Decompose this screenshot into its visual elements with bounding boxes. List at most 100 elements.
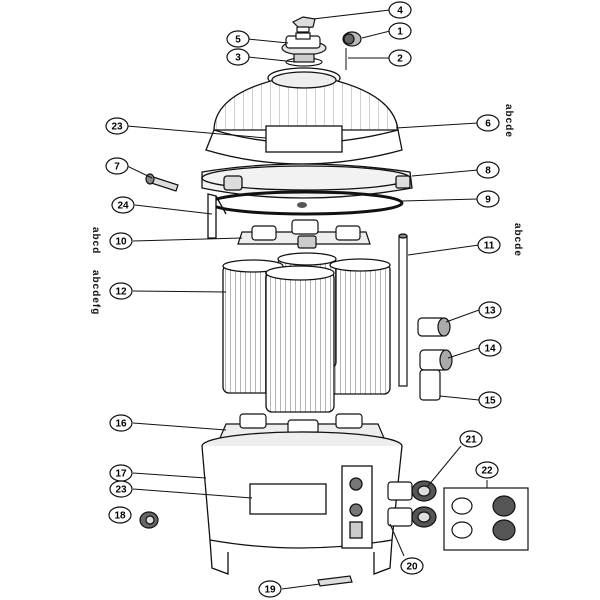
part-14-elbow [419, 349, 453, 371]
callout-c24: 24 [111, 196, 135, 214]
callout-c10: 10 [109, 232, 133, 250]
callout-c7: 7 [105, 157, 129, 175]
callout-c4: 4 [388, 1, 412, 19]
part-17-tank [201, 431, 403, 575]
callout-number: 12 [115, 287, 127, 298]
callout-number: 23 [111, 122, 123, 133]
callout-number: 9 [485, 195, 491, 206]
callout-oval [258, 580, 282, 598]
callout-c15: 15 [478, 391, 502, 409]
callout-number: 4 [397, 6, 403, 17]
callout-oval [475, 461, 499, 479]
part-5-valve [281, 32, 327, 56]
part-1-gauge [342, 31, 362, 47]
part-21-unions [387, 480, 437, 528]
callout-oval [388, 1, 412, 19]
callout-oval [108, 506, 132, 524]
callout-number: 16 [115, 419, 127, 430]
part-13-union [417, 317, 451, 337]
callout-oval [226, 30, 250, 48]
variant-label-part6: abcde [503, 104, 514, 138]
callout-oval [478, 339, 502, 357]
callout-number: 24 [117, 201, 129, 212]
callout-number: 18 [114, 511, 126, 522]
callout-oval [476, 161, 500, 179]
callout-c2: 2 [388, 49, 412, 67]
variant-label-part11: abcde [512, 223, 523, 257]
part-24-bracket [207, 193, 227, 239]
variant-label-part10: abcd [90, 227, 101, 255]
callout-c23b: 23 [109, 480, 133, 498]
callout-oval [459, 430, 483, 448]
callout-number: 17 [115, 469, 127, 480]
valve-stack [281, 16, 362, 67]
callout-number: 3 [235, 53, 241, 64]
callout-c16: 16 [109, 414, 133, 432]
callout-oval [476, 114, 500, 132]
part-3-oring [285, 53, 323, 67]
callout-c23a: 23 [105, 117, 129, 135]
callout-number: 21 [465, 435, 477, 446]
part-12-cartridges [222, 252, 391, 413]
callout-oval [109, 232, 133, 250]
callout-oval [111, 196, 135, 214]
callout-number: 8 [485, 166, 491, 177]
callout-oval [105, 117, 129, 135]
callout-c22: 22 [475, 461, 499, 479]
callout-c9: 9 [476, 190, 500, 208]
callout-c20: 20 [400, 557, 424, 575]
callout-number: 15 [484, 396, 496, 407]
callout-number: 6 [485, 119, 491, 130]
callout-c1: 1 [388, 22, 412, 40]
callout-number: 1 [397, 27, 403, 38]
callout-c5: 5 [226, 30, 250, 48]
part-11-tube [398, 233, 408, 387]
callout-oval [109, 414, 133, 432]
callout-c14: 14 [478, 339, 502, 357]
part-15-pipe [419, 369, 441, 401]
part-22-kit [443, 487, 529, 551]
callout-oval [400, 557, 424, 575]
callout-c11: 11 [477, 236, 501, 254]
callout-number: 19 [264, 585, 276, 596]
callout-oval [477, 236, 501, 254]
callout-number: 2 [397, 54, 403, 65]
callout-c17: 17 [109, 464, 133, 482]
callout-oval [105, 157, 129, 175]
part-4-cap [291, 16, 316, 33]
variant-label-part12: abcdefg [90, 270, 101, 316]
part-18-plug [139, 511, 159, 529]
callout-oval [226, 48, 250, 66]
callout-number: 22 [481, 466, 493, 477]
callout-number: 13 [484, 306, 496, 317]
callout-c21: 21 [459, 430, 483, 448]
callout-oval [478, 391, 502, 409]
part-6-lid [205, 67, 403, 165]
callout-number: 11 [484, 241, 495, 252]
callout-number: 14 [484, 344, 496, 355]
callout-oval [388, 49, 412, 67]
callout-number: 7 [114, 162, 120, 173]
part-7-bolt [145, 173, 179, 192]
part-10-manifold [237, 219, 371, 249]
callout-c19: 19 [258, 580, 282, 598]
callout-c3: 3 [226, 48, 250, 66]
callout-c12: 12 [109, 282, 133, 300]
leader-lines [126, 9, 488, 590]
callout-oval [388, 22, 412, 40]
callout-oval [478, 301, 502, 319]
part-19-clip [317, 575, 353, 587]
callout-number: 5 [235, 35, 241, 46]
part-8-clamp [201, 163, 413, 199]
callout-oval [476, 190, 500, 208]
callout-number: 10 [115, 237, 127, 248]
callout-c8: 8 [476, 161, 500, 179]
callout-c13: 13 [478, 301, 502, 319]
callout-c6: 6 [476, 114, 500, 132]
callout-number: 20 [406, 562, 418, 573]
callout-c18: 18 [108, 506, 132, 524]
callout-oval [109, 282, 133, 300]
callout-oval [109, 480, 133, 498]
